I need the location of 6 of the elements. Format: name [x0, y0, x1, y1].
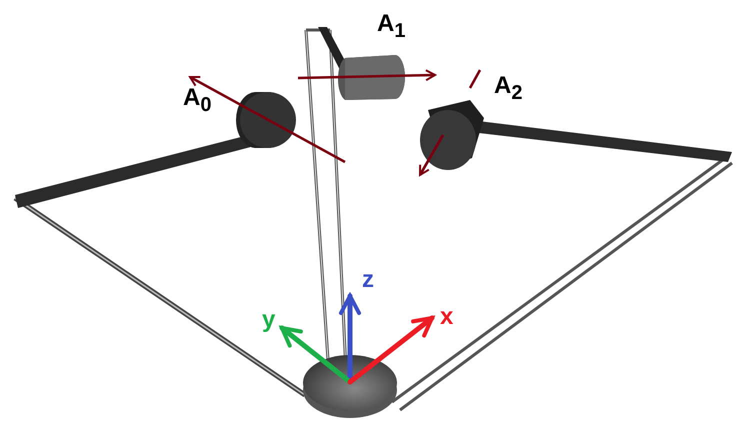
joint-label: A$_{2}$: [494, 74, 522, 103]
joint-label: A$_{1}$: [377, 12, 406, 41]
axis-label: z: [362, 268, 374, 292]
axis-label: y: [262, 308, 276, 332]
axis-label: x: [440, 305, 454, 329]
joint-label: A$_{0}$: [183, 86, 212, 115]
